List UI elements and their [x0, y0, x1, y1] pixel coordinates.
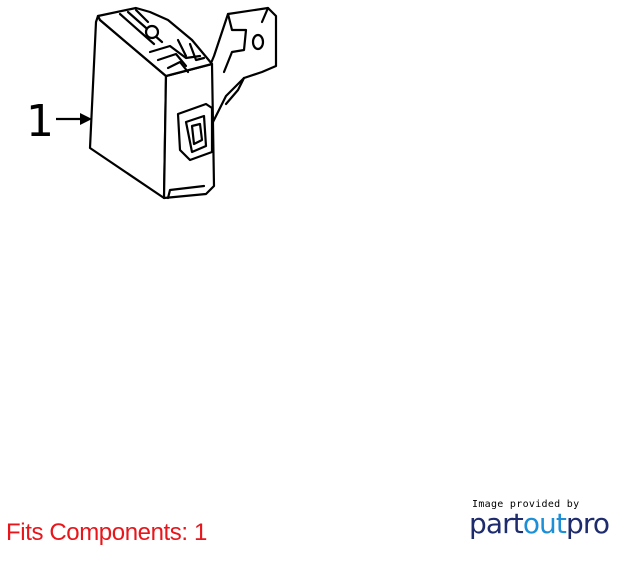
logo-part: part: [469, 507, 524, 540]
bracket-bolt-hole: [251, 33, 265, 51]
control-module-drawing: [88, 6, 278, 200]
module-top-screw: [144, 24, 160, 40]
logo-out: out: [522, 507, 567, 540]
partoutpro-logo: partoutpro: [469, 506, 610, 542]
module-top-face: [96, 6, 214, 78]
callout-number: 1: [26, 96, 54, 147]
fits-components-label: Fits Components: 1: [6, 519, 207, 546]
callout-arrow: [56, 113, 92, 125]
logo-pro: pro: [565, 507, 610, 540]
image-provided-by-label: Image provided by: [472, 499, 580, 510]
